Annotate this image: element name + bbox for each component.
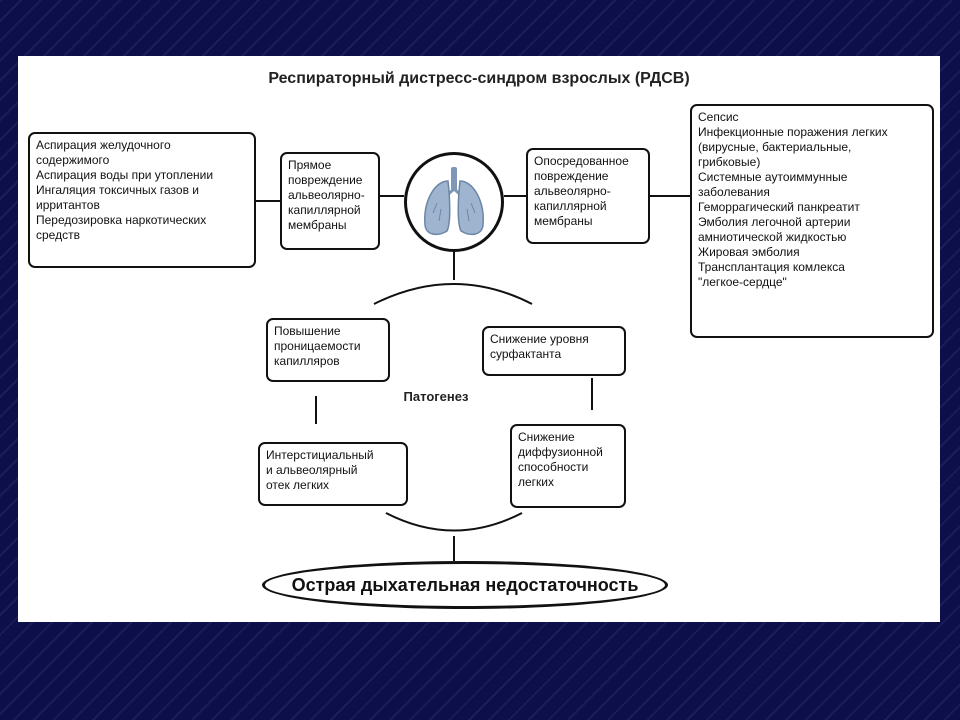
pathogenesis-label: Патогенез (403, 389, 469, 404)
lungs-icon (424, 167, 484, 236)
diagram-panel: Респираторный дистресс-синдром взрослых … (18, 56, 940, 622)
outcome-ellipse: Острая дыхательная недостаточность (262, 561, 668, 609)
indirect-injury-box: Опосредованное повреждение альвеолярно- … (526, 148, 650, 244)
direct-injury-box: Прямое повреждение альвеолярно- капилляр… (280, 152, 380, 250)
right-causes-box: Сепсис Инфекционные поражения легких (ви… (690, 104, 934, 338)
surfactant-box: Снижение уровня сурфактанта (482, 326, 626, 376)
edema-box: Интерстициальный и альвеолярный отек лег… (258, 442, 408, 506)
arc-bottom (385, 512, 523, 532)
diffusion-box: Снижение диффузионной способности легких (510, 424, 626, 508)
permeability-box: Повышение проницаемости капилляров (266, 318, 390, 382)
connector-lines (256, 195, 690, 561)
lungs-circle (404, 152, 504, 252)
diagram-title: Респираторный дистресс-синдром взрослых … (268, 70, 690, 87)
arc-top (373, 283, 533, 305)
left-causes-box: Аспирация желудочного содержимого Аспира… (28, 132, 256, 268)
